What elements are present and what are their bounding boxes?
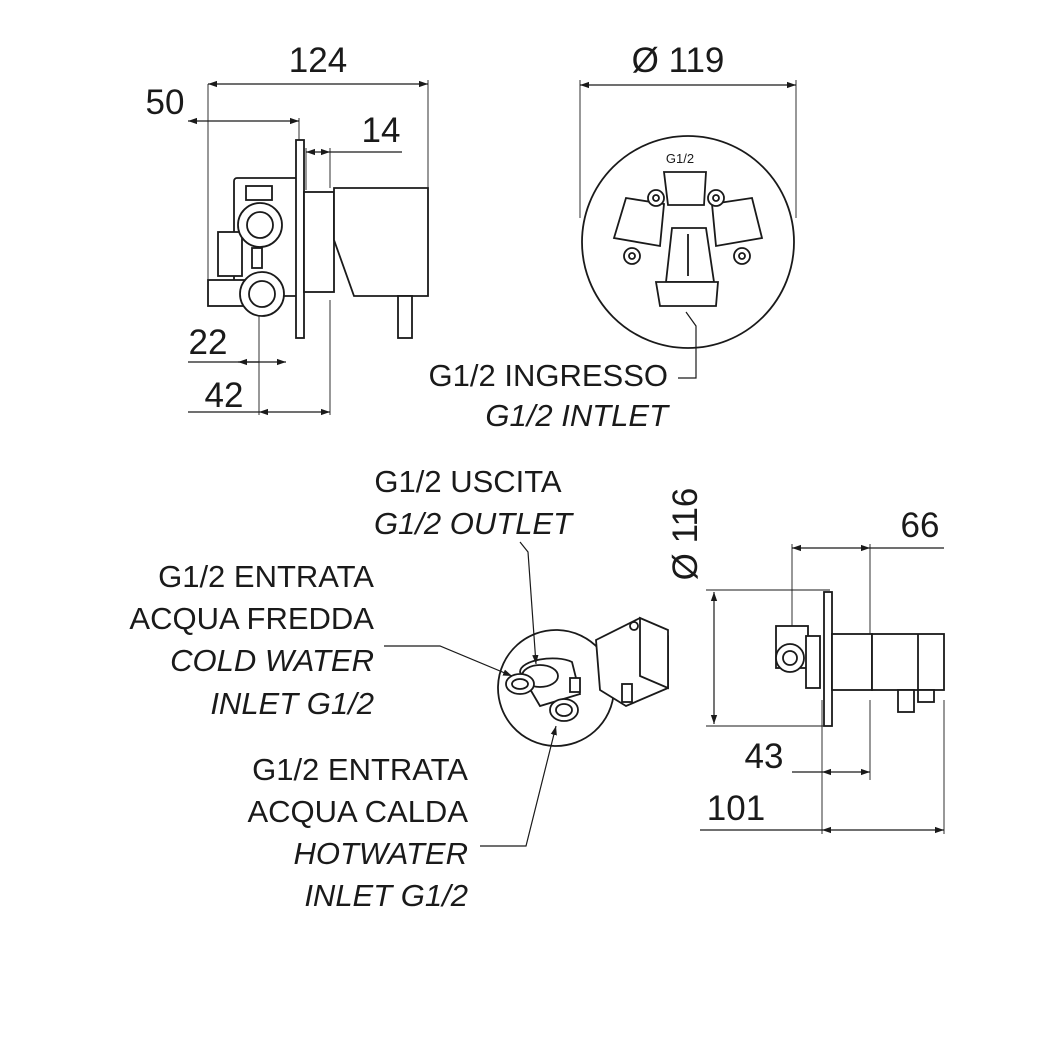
dim-label-22: 22 (189, 323, 228, 362)
outlet-leader (519, 541, 539, 665)
hot-inlet-leader (480, 725, 557, 847)
side-view: 124 50 14 22 42 (146, 41, 429, 416)
dim-label-66: 66 (901, 506, 940, 545)
label-cold-en-1: COLD WATER (170, 643, 374, 678)
side-view-valve-body (207, 139, 429, 339)
label-cold-it-2: ACQUA FREDDA (129, 601, 374, 636)
label-hot-en-1: HOTWATER (293, 836, 468, 871)
label-hot-it-2: ACQUA CALDA (247, 794, 468, 829)
dim-label-116: Ø 116 (666, 488, 705, 581)
dim-label-50: 50 (146, 83, 185, 122)
label-hot-it-1: G1/2 ENTRATA (252, 752, 468, 787)
cold-inlet-leader (384, 645, 513, 677)
front-view: Ø 119 G1/2 (579, 41, 797, 379)
dim-label-42: 42 (205, 376, 244, 415)
label-cold-it-1: G1/2 ENTRATA (158, 559, 374, 594)
side-view-2: Ø 116 66 43 101 (666, 488, 945, 834)
label-outlet-en: G1/2 OUTLET (374, 506, 574, 541)
front-view-valve-body (612, 171, 764, 307)
side-view-2-valve-body (775, 591, 945, 727)
inlet-leader (678, 311, 697, 379)
dim-label-119: Ø 119 (632, 41, 725, 80)
dim-label-43: 43 (745, 737, 784, 776)
dim-label-101: 101 (707, 789, 765, 828)
dim-label-14: 14 (362, 111, 401, 150)
label-inlet-it: G1/2 INGRESSO (429, 358, 668, 393)
dim-label-124: 124 (289, 41, 347, 80)
label-inlet-en: G1/2 INTLET (485, 398, 670, 433)
label-outlet-it: G1/2 USCITA (374, 464, 562, 499)
thread-mark: G1/2 (666, 151, 694, 166)
label-cold-en-2: INLET G1/2 (210, 686, 374, 721)
isometric-view (497, 616, 669, 747)
label-hot-en-2: INLET G1/2 (304, 878, 468, 913)
